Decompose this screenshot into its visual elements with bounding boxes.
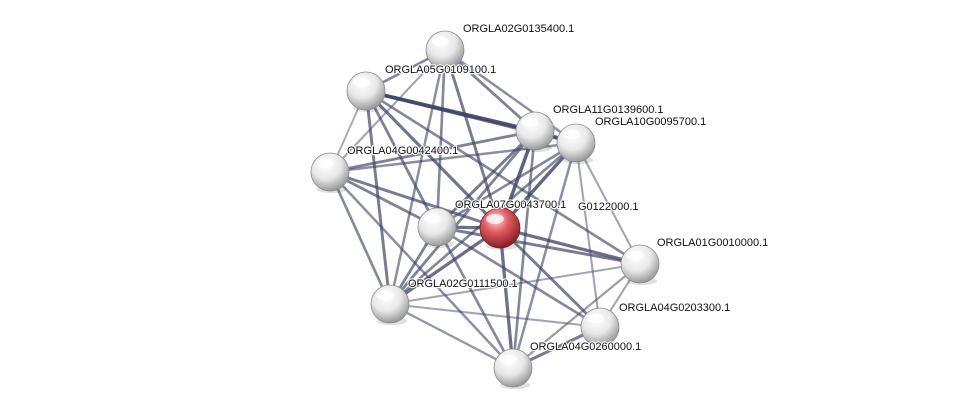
network-edge [574,141,642,266]
network-edge [511,141,578,370]
network-edge [498,226,642,266]
network-edge [388,129,537,306]
network-edge [443,48,502,230]
node-label: G0122000.1 [578,201,639,213]
label-layer: ORGLA02G0135400.1ORGLA05G0109100.1ORGLA1… [346,22,770,354]
network-edge [443,48,578,145]
protein-node[interactable] [310,152,350,193]
network-edge [328,170,515,370]
query-protein-node[interactable] [479,207,521,250]
network-edge [574,141,602,329]
node-highlight [316,158,334,169]
node-highlight [499,354,517,365]
network-edge [435,129,537,229]
node-sphere[interactable] [556,123,596,163]
node-sphere[interactable] [310,152,350,192]
protein-node[interactable] [425,30,465,71]
node-highlight [562,129,580,140]
network-edge [511,262,642,370]
network-edge [328,170,439,229]
network-edge [328,170,502,230]
node-label: ORGLA04G0260000.1 [530,341,641,353]
node-label: ORGLA01G0010000.1 [657,237,768,249]
node-sphere[interactable] [370,284,410,324]
node-highlight [376,290,394,301]
node-sphere[interactable] [346,71,386,111]
node-label: ORGLA04G0203300.1 [619,302,730,314]
node-sphere[interactable] [493,348,533,388]
network-edge [388,262,642,306]
network-edge [435,225,642,266]
network-edge [328,170,392,306]
node-highlight [586,313,604,324]
protein-node[interactable] [493,348,533,389]
network-edge [388,226,502,306]
protein-node[interactable] [417,207,457,248]
node-highlight [521,117,539,128]
node-label: ORGLA07G0043700.1 [455,199,566,211]
node-label: ORGLA02G0111500.1 [408,278,518,290]
protein-node[interactable] [370,284,410,325]
node-highlight [431,36,449,47]
protein-node[interactable] [556,123,596,164]
node-sphere[interactable] [515,111,555,151]
network-edge [435,225,602,329]
node-label: ORGLA11G0139600.1 [553,104,663,116]
node-label: ORGLA10G0095700.1 [595,116,706,128]
node-sphere[interactable] [620,244,660,284]
network-edge [498,226,515,370]
node-highlight [486,214,504,224]
protein-node[interactable] [515,111,555,152]
node-label: ORGLA02G0135400.1 [463,23,574,35]
node-label: ORGLA04G0042400.1 [347,145,458,157]
network-edge [435,225,515,370]
network-edge [443,48,537,133]
network-edge [388,48,447,306]
node-label: ORGLA05G0109100.1 [385,64,496,76]
network-edge [388,302,602,329]
node-highlight [626,250,644,261]
query-node-sphere[interactable] [479,207,521,249]
protein-node[interactable] [580,307,620,348]
network-edge [435,141,578,229]
protein-node[interactable] [620,244,660,285]
node-highlight [352,77,370,88]
node-sphere[interactable] [417,207,457,247]
network-edge [388,302,515,370]
node-layer [310,30,660,389]
protein-node[interactable] [346,71,386,112]
node-highlight [423,213,441,224]
network-edge [364,89,642,266]
network-edge [328,129,537,174]
